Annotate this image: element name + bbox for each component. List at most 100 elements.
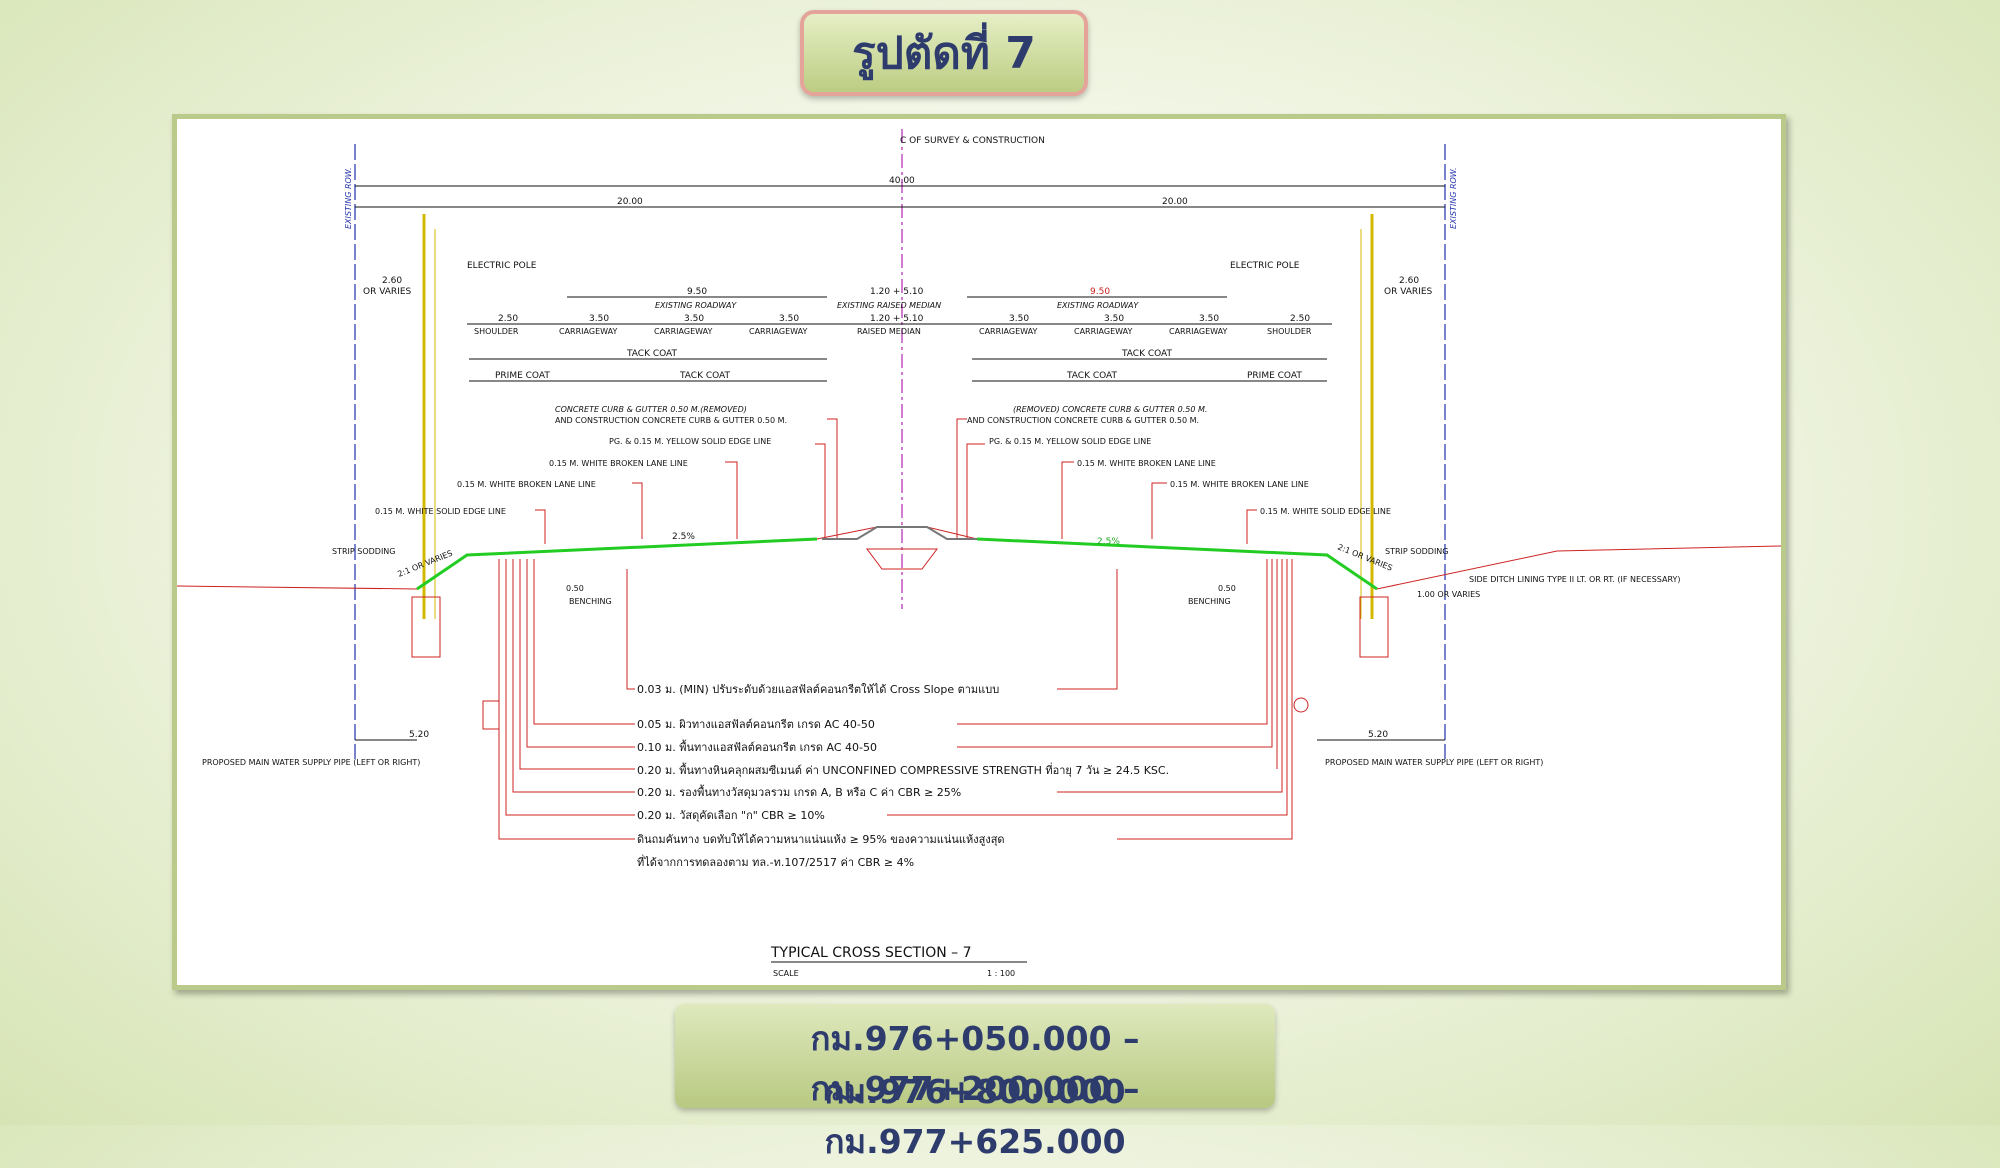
crossfall-right: 2.5%	[1097, 537, 1120, 547]
white-broken-left-1: 0.15 M. WHITE BROKEN LANE LINE	[549, 459, 688, 468]
curb-note-right: (REMOVED) CONCRETE CURB & GUTTER 0.50 M.	[1013, 405, 1207, 414]
centerline-label: C OF SURVEY & CONSTRUCTION	[900, 136, 1045, 146]
curb-note-left-2: AND CONSTRUCTION CONCRETE CURB & GUTTER …	[555, 416, 787, 425]
yellow-edge-left: PG. & 0.15 M. YELLOW SOLID EDGE LINE	[609, 437, 771, 446]
leader-solid-right	[1246, 509, 1257, 544]
shoulder-width-right: 2.50	[1290, 314, 1310, 324]
carriageway-6: CARRIAGEWAY	[1169, 327, 1227, 336]
layer-leader-7	[498, 559, 635, 840]
existing-roadway-left: EXISTING ROADWAY	[655, 301, 737, 310]
benching-left: BENCHING	[569, 597, 612, 606]
pole-offset-left: 2.60	[382, 276, 402, 286]
layer-4: 0.20 ม. พื้นทางหินคลุกผสมซีเมนต์ ค่า UNC…	[637, 762, 1169, 777]
layer-leader-7b	[1117, 559, 1293, 840]
cross-section-drawing: C OF SURVEY & CONSTRUCTION EXISTING ROW.…	[172, 114, 1786, 990]
scale-label: SCALE	[773, 969, 799, 978]
pipe-symbol-left	[482, 700, 500, 730]
layer-8: ที่ได้จากการทดลองตาม ทล.-ท.107/2517 ค่า …	[637, 854, 914, 869]
pipe-offset-right: 5.20	[1368, 730, 1388, 740]
or-varies-left: OR VARIES	[363, 287, 412, 297]
pole-footing-left	[411, 596, 441, 658]
cw-width-4: 3.50	[1009, 314, 1029, 324]
existing-raised-median: EXISTING RAISED MEDIAN	[837, 301, 941, 310]
slide-title: รูปตัดที่ 7	[852, 28, 1036, 79]
tack-coat-right-2: TACK COAT	[1066, 371, 1118, 381]
electric-pole-label-left: ELECTRIC POLE	[467, 261, 537, 271]
prime-coat-right: PRIME COAT	[1247, 371, 1302, 381]
layer-2: 0.05 ม. ผิวทางแอสฟัลต์คอนกรีต เกรด AC 40…	[637, 718, 875, 731]
layer-6: 0.20 ม. วัสดุคัดเลือก "ก" CBR ≥ 10%	[637, 809, 825, 822]
benching-width-right: 0.50	[1218, 584, 1236, 593]
tack-coat-left-2: TACK COAT	[679, 371, 731, 381]
layer-leader-4	[519, 559, 635, 770]
layer-5: 0.20 ม. รองพื้นทางวัสดุมวลรวม เกรด A, B …	[637, 784, 961, 799]
row-label-left: EXISTING ROW.	[344, 167, 353, 229]
curb-note-right-2: AND CONSTRUCTION CONCRETE CURB & GUTTER …	[967, 416, 1199, 425]
station-range-box: กม.976+050.000 – กม.976+800.000 กม.977+2…	[675, 1004, 1275, 1161]
leader-broken-left-1	[725, 461, 738, 539]
section-title: TYPICAL CROSS SECTION – 7	[770, 945, 972, 961]
dim-total: 40.00	[889, 176, 915, 186]
leader-solid-left	[535, 509, 546, 544]
raised-median: RAISED MEDIAN	[857, 327, 921, 336]
ditch-width: 1.00 OR VARIES	[1417, 590, 1480, 599]
carriageway-1: CARRIAGEWAY	[559, 327, 617, 336]
leader-yellow-left	[815, 443, 826, 539]
row-label-right: EXISTING ROW.	[1449, 167, 1458, 229]
prime-coat-left: PRIME COAT	[495, 371, 550, 381]
existing-roadway-width-left: 9.50	[687, 287, 707, 297]
tack-coat-left: TACK COAT	[626, 349, 678, 359]
shoulder-left: SHOULDER	[474, 327, 519, 336]
station-range-1: กม.976+050.000 – กม.976+800.000	[810, 1019, 1140, 1111]
pavement-left	[416, 537, 818, 591]
layer-3: 0.10 ม. พื้นทางแอสฟัลต์คอนกรีต เกรด AC 4…	[637, 739, 877, 754]
benching-right: BENCHING	[1188, 597, 1231, 606]
white-broken-right-2: 0.15 M. WHITE BROKEN LANE LINE	[1170, 480, 1309, 489]
white-broken-left-2: 0.15 M. WHITE BROKEN LANE LINE	[457, 480, 596, 489]
layer-leader-3b	[957, 559, 1273, 748]
carriageway-2: CARRIAGEWAY	[654, 327, 712, 336]
layer-7: ดินถมคันทาง บดทับให้ได้ความหนาแน่นแห้ง ≥…	[637, 833, 1005, 846]
layer-leader-2	[533, 559, 635, 725]
layer-leader-3	[526, 559, 635, 748]
existing-roadway-right: EXISTING ROADWAY	[1057, 301, 1139, 310]
existing-roadway-width-right: 9.50	[1090, 287, 1110, 297]
white-broken-right-1: 0.15 M. WHITE BROKEN LANE LINE	[1077, 459, 1216, 468]
layer-leader-5b	[1057, 559, 1283, 793]
layer-leader-2b	[957, 559, 1268, 725]
water-pipe-left: PROPOSED MAIN WATER SUPPLY PIPE (LEFT OR…	[202, 758, 420, 767]
electric-pole-label-right: ELECTRIC POLE	[1230, 261, 1300, 271]
shoulder-width-left: 2.50	[498, 314, 518, 324]
or-varies-right: OR VARIES	[1384, 287, 1433, 297]
station-range-2: กม.977+200.000 – กม.977+625.000	[810, 1069, 1140, 1161]
leader-yellow-right	[966, 443, 985, 539]
strip-sodding-right: STRIP SODDING	[1385, 547, 1449, 556]
pole-footing-right	[1359, 596, 1389, 658]
leader-broken-right-2	[1151, 482, 1167, 539]
cw-width-3: 3.50	[779, 314, 799, 324]
cw-width-5: 3.50	[1104, 314, 1124, 324]
white-solid-left: 0.15 M. WHITE SOLID EDGE LINE	[375, 507, 506, 516]
layer-leader-1	[626, 569, 635, 690]
scale-value: 1 : 100	[987, 969, 1015, 978]
cw-width-1: 3.50	[589, 314, 609, 324]
layer-leader-6b	[887, 559, 1288, 816]
cw-width-2: 3.50	[684, 314, 704, 324]
crossfall-left: 2.5%	[672, 532, 695, 542]
leader-curb-left	[827, 418, 838, 539]
curb-note-left: CONCRETE CURB & GUTTER 0.50 M.(REMOVED)	[555, 405, 747, 414]
dim-half-left: 20.00	[617, 197, 643, 207]
median-width-top: 1.20 + 5.10	[870, 287, 924, 297]
median-fill	[866, 548, 938, 570]
side-ditch-note: SIDE DITCH LINING TYPE II LT. OR RT. (IF…	[1469, 575, 1681, 584]
layer-leader-5	[512, 559, 635, 793]
median-width: 1.20 + 5.10	[870, 314, 924, 324]
shoulder-right: SHOULDER	[1267, 327, 1312, 336]
benching-width-left: 0.50	[566, 584, 584, 593]
layer-leader-6	[505, 559, 635, 816]
dim-half-right: 20.00	[1162, 197, 1188, 207]
leader-broken-right-1	[1061, 461, 1074, 539]
carriageway-3: CARRIAGEWAY	[749, 327, 807, 336]
white-solid-right: 0.15 M. WHITE SOLID EDGE LINE	[1260, 507, 1391, 516]
pole-offset-right: 2.60	[1399, 276, 1419, 286]
